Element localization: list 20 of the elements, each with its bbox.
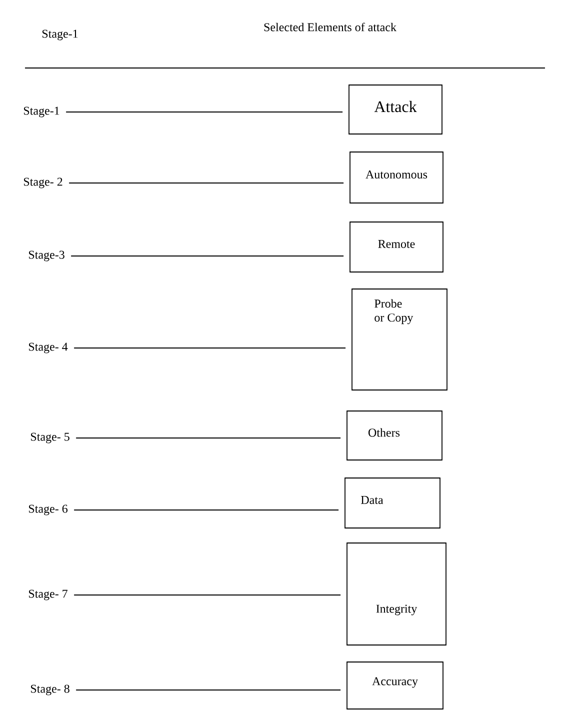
element-box: Autonomous	[350, 152, 444, 204]
element-box: Remote	[350, 222, 444, 272]
stage-label: Stage- 7	[29, 590, 68, 600]
stage-label: Stage- 6	[29, 504, 68, 516]
element-box: Attack	[348, 84, 442, 134]
stage-label: Stage-3	[29, 250, 64, 262]
stage-label: Stage-1	[42, 30, 78, 40]
stage-label: Stage- 5	[31, 432, 70, 444]
heading: Selected Elements of attack	[264, 22, 396, 32]
stage-label: Stage- 4	[29, 342, 68, 354]
element-box: Accuracy	[346, 662, 444, 710]
element-box: Data	[344, 478, 440, 528]
stage-label: Stage- 8	[31, 684, 70, 696]
element-box: Probe or Copy	[352, 288, 448, 390]
element-box: Others	[346, 410, 442, 460]
connector-line	[68, 182, 344, 184]
stage-label: Stage- 2	[24, 178, 62, 188]
stage-label: Stage-1	[24, 106, 60, 118]
connector-line	[74, 594, 341, 596]
element-box: Integrity	[346, 542, 446, 646]
